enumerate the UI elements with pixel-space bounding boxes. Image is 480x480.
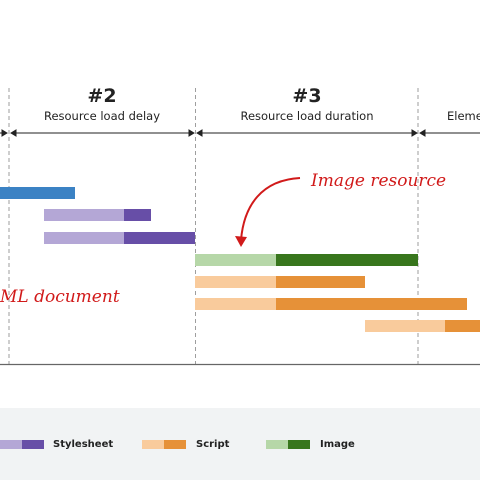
legend-image-label: Image bbox=[320, 439, 355, 450]
script-bar-3-load bbox=[445, 320, 480, 332]
script-bar-1-load bbox=[276, 276, 365, 288]
phase2-left-arrowhead bbox=[10, 129, 17, 137]
script-swatch-dark bbox=[164, 440, 186, 449]
image-swatch-dark bbox=[288, 440, 310, 449]
stylesheet-bar-2-wait bbox=[44, 232, 124, 244]
stylesheet-bar-2-load bbox=[124, 232, 195, 244]
script-swatch-light bbox=[142, 440, 164, 449]
script-bar-1-wait bbox=[195, 276, 276, 288]
phase4-left-arrowhead bbox=[419, 129, 426, 137]
phase-3-label: Resource load duration bbox=[240, 109, 374, 123]
phase-4-label: Eleme bbox=[447, 109, 480, 123]
phase2-right-arrowhead bbox=[188, 129, 195, 137]
script-bar-2-load bbox=[276, 298, 467, 310]
stylesheet-swatch-light bbox=[0, 440, 22, 449]
image-swatch-light bbox=[266, 440, 288, 449]
legend-stylesheet-label: Stylesheet bbox=[53, 439, 114, 450]
phase3-right-arrowhead bbox=[411, 129, 418, 137]
phase-2-number: #2 bbox=[87, 85, 117, 107]
html-bar bbox=[0, 187, 75, 199]
script-bar-2-wait bbox=[195, 298, 276, 310]
image-resource-annotation: Image resource bbox=[311, 171, 447, 191]
image-bar-wait bbox=[195, 254, 276, 266]
stylesheet-swatch-dark bbox=[22, 440, 44, 449]
image-bar-load bbox=[276, 254, 418, 266]
stylesheet-bar-1-load bbox=[124, 209, 151, 221]
script-bar-3-wait bbox=[365, 320, 445, 332]
phase3-left-arrowhead bbox=[196, 129, 203, 137]
phase1-arrowhead bbox=[1, 129, 8, 137]
image-resource-arrowhead bbox=[235, 236, 247, 247]
phase-2-label: Resource load delay bbox=[43, 109, 161, 123]
html-document-annotation: ML document bbox=[0, 287, 120, 307]
stylesheet-bar-1-wait bbox=[44, 209, 124, 221]
image-resource-arrow bbox=[240, 177, 301, 241]
phase-3-number: #3 bbox=[292, 85, 322, 107]
legend-script-label: Script bbox=[196, 439, 230, 450]
